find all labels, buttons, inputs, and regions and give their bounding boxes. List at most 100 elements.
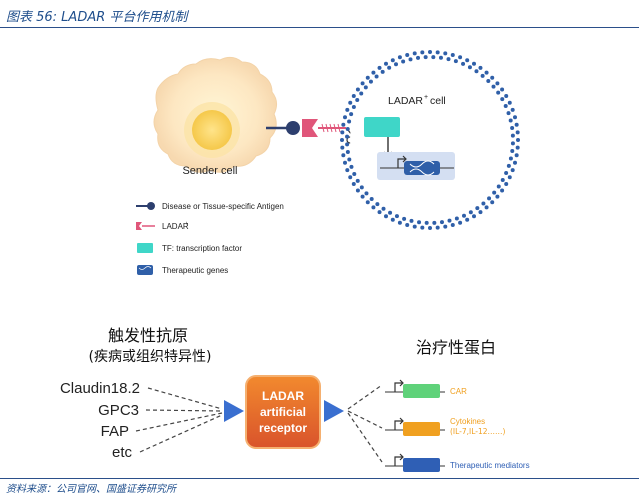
membrane-dot (446, 57, 451, 62)
membrane-dot (360, 194, 365, 199)
output-arrow-icon (324, 400, 344, 422)
output-car-label: CAR (450, 387, 467, 396)
membrane-dot (481, 201, 486, 206)
therapeutic-gene-icon (404, 160, 440, 176)
membrane-dot (374, 74, 379, 79)
membrane-dot (347, 119, 352, 124)
membrane-dot (495, 81, 500, 86)
membrane-dot (364, 191, 369, 196)
membrane-dot (377, 65, 382, 70)
membrane-dot (472, 61, 476, 66)
membrane-dot (387, 65, 392, 70)
membrane-dot (345, 107, 350, 112)
membrane-dot (355, 188, 360, 193)
membrane-dot (515, 130, 520, 135)
receiver-cell-label: LADAR (388, 95, 423, 107)
output-cytokines-label: Cytokines (450, 417, 485, 426)
membrane-dot (496, 184, 501, 189)
membrane-dot (510, 148, 515, 153)
tf-block (364, 117, 400, 137)
membrane-dot (513, 160, 517, 165)
membrane-dot (475, 206, 480, 211)
receiver-cell-membrane (340, 50, 520, 230)
membrane-dot (507, 100, 512, 105)
legend-item-ladar: LADAR + (136, 221, 189, 231)
legend-ladar-sup: + (185, 221, 188, 227)
legend-item-antigen: Disease or Tissue-specific Antigen (136, 202, 284, 211)
sender-cell (153, 56, 278, 173)
membrane-dot (397, 220, 402, 225)
membrane-dot (359, 185, 364, 190)
membrane-dot (343, 115, 347, 120)
membrane-dot (423, 55, 428, 60)
mediator-gene-icon (403, 458, 440, 472)
membrane-dot (384, 61, 388, 66)
membrane-dot (467, 65, 472, 70)
membrane-dot (368, 79, 373, 84)
output-car: CAR (385, 379, 467, 398)
membrane-dot (507, 175, 512, 180)
membrane-dot (359, 91, 364, 96)
membrane-dot (380, 69, 385, 74)
membrane-dot (351, 94, 356, 98)
membrane-dot (500, 87, 505, 92)
membrane-dot (503, 104, 508, 108)
membrane-dot (390, 58, 395, 63)
cytokine-gene-icon (403, 422, 440, 436)
car-gene-icon (403, 384, 440, 398)
legend: Disease or Tissue-specific Antigen LADAR… (136, 202, 284, 275)
antigen-icon (266, 121, 300, 135)
membrane-dot (468, 210, 473, 215)
membrane-dot (394, 62, 398, 67)
input-arrow-icon (224, 400, 244, 422)
ladar-receptor-icon (302, 119, 346, 137)
membrane-dot (355, 87, 360, 92)
output-mediators: Therapeutic mediators (385, 453, 530, 472)
membrane-dot (484, 205, 489, 210)
membrane-dot (381, 206, 386, 211)
membrane-dot (349, 112, 354, 117)
membrane-dot (504, 94, 509, 98)
membrane-dot (401, 59, 406, 64)
membrane-dot (490, 200, 495, 205)
membrane-dot (345, 142, 350, 147)
membrane-dot (412, 224, 417, 229)
membrane-dot (428, 226, 432, 230)
membrane-dot (496, 90, 501, 95)
membrane-dot (447, 218, 452, 223)
output-connectors (347, 384, 383, 463)
membrane-dot (369, 197, 374, 202)
receptor-line-3: receptor (259, 421, 307, 435)
membrane-dot (465, 58, 470, 63)
membrane-dot (341, 122, 346, 127)
membrane-dot (450, 223, 455, 227)
membrane-dot (443, 224, 448, 229)
membrane-dot (514, 153, 519, 158)
membrane-dot (478, 210, 483, 215)
legend-ladar-label: LADAR (162, 222, 189, 231)
membrane-dot (420, 50, 425, 55)
membrane-dot (351, 104, 356, 109)
membrane-dot (371, 205, 376, 210)
membrane-dot (435, 50, 440, 55)
membrane-dot (461, 61, 466, 66)
membrane-dot (424, 220, 429, 225)
receptor-line-2: artificial (260, 405, 306, 419)
antigen-connectors (135, 387, 223, 453)
membrane-dot (490, 75, 495, 80)
membrane-dot (506, 111, 511, 116)
membrane-dot (375, 202, 380, 207)
antigen-label: GPC3 (98, 402, 139, 419)
membrane-dot (506, 163, 511, 168)
membrane-dot (343, 160, 347, 165)
membrane-dot (458, 55, 463, 60)
legend-gene-label: Therapeutic genes (162, 266, 228, 275)
receptor-line-1: LADAR (262, 389, 304, 403)
membrane-dot (504, 182, 509, 186)
membrane-dot (412, 51, 417, 56)
promoter-arrow (397, 155, 407, 168)
membrane-dot (405, 53, 410, 57)
membrane-dot (365, 200, 370, 205)
membrane-dot (384, 214, 388, 219)
